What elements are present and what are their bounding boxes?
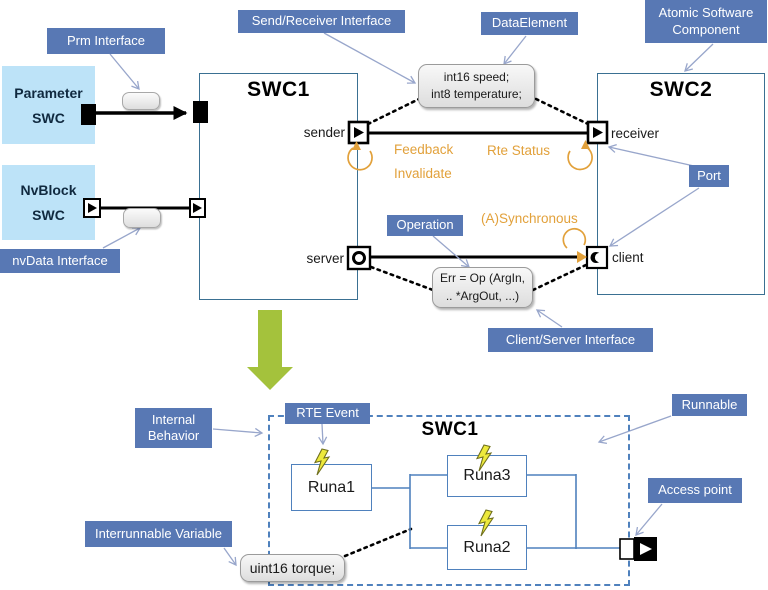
sender-label: sender: [303, 125, 345, 140]
client-server-interface-arrow: [535, 309, 563, 328]
swc1-title: SWC1: [247, 78, 310, 101]
prm-interface-text: Prm Interface: [66, 32, 146, 48]
operation-arrow: [432, 235, 470, 268]
parameter-swc-box: Parameter SWC: [2, 66, 95, 144]
nvblock-swc-box: NvBlock SWC: [2, 165, 95, 240]
atomic-swc-arrow: [684, 43, 714, 72]
swc1-box: SWC1: [199, 73, 358, 300]
port-label: Port: [689, 165, 729, 187]
runa1-text: Runa1: [307, 478, 356, 496]
nvdata-interface-label: nvData Interface: [0, 249, 120, 273]
nvblock-swc-line2: SWC: [32, 207, 65, 223]
send-receiver-interface-text: Send/Receiver Interface: [251, 13, 392, 29]
internal-behavior-text: Internal Behavior: [147, 411, 200, 443]
rte-event-label: RTE Event: [285, 403, 370, 424]
swc2-box: SWC2: [597, 73, 765, 295]
nvdata-interface-arrow: [102, 227, 142, 249]
prm-interface-label: Prm Interface: [47, 28, 165, 54]
runa3-box: Runa3: [447, 455, 527, 497]
data-element-arrow: [503, 35, 527, 66]
client-sync-arc: [562, 227, 587, 249]
internal-behavior-arrow: [212, 427, 264, 438]
data-element-text: DataElement: [491, 15, 568, 31]
torque-note-text: uint16 torque;: [249, 559, 336, 576]
swc2-title: SWC2: [649, 78, 713, 101]
rte-event-text: RTE Event: [296, 405, 359, 421]
interrunnable-variable-arrow: [223, 547, 237, 567]
torque-note: uint16 torque;: [240, 554, 345, 582]
interrunnable-variable-label: Interrunnable Variable: [85, 521, 232, 547]
runnable-label: Runnable: [672, 394, 747, 416]
access-point-label: Access point: [648, 478, 742, 503]
runnable-text: Runnable: [681, 396, 738, 412]
runa2-text: Runa2: [463, 538, 511, 556]
access-point-arrow: [635, 503, 663, 537]
atomic-swc-label: Atomic Software Component: [645, 0, 767, 43]
receiver-label: receiver: [611, 126, 660, 141]
data-element-note-line1: int16 speed;: [443, 69, 510, 84]
sender-to-dataelement-dotted: [366, 97, 421, 126]
data-element-note: int16 speed; int8 temperature;: [418, 64, 535, 108]
nvdata-interface-text: nvData Interface: [12, 252, 108, 268]
down-arrow: [247, 310, 293, 390]
nvdata-interface-pill: [123, 208, 161, 228]
invalidate-text: Invalidate: [394, 166, 452, 181]
data-element-note-line2: int8 temperature;: [431, 87, 522, 101]
operation-note-line1: Err = Op (ArgIn,: [439, 271, 526, 286]
rte-status-text: Rte Status: [487, 143, 551, 158]
client-label: client: [612, 250, 644, 265]
internal-swc1-title: SWC1: [421, 419, 479, 440]
a-synchronous-text: (A)Synchronous: [481, 211, 578, 226]
feedback-text: Feedback: [394, 142, 454, 157]
operation-text: Operation: [396, 217, 454, 233]
server-to-operation-dotted: [369, 265, 435, 292]
receiver-rtestatus-arc: [567, 146, 593, 171]
runa2-box: Runa2: [447, 525, 527, 570]
runa3-text: Runa3: [463, 467, 511, 484]
dataelement-to-receiver-dotted: [534, 97, 590, 126]
receiver-arc-arrowhead: [581, 140, 590, 149]
operation-to-client-dotted: [531, 263, 588, 292]
port-text: Port: [697, 167, 721, 183]
interrunnable-variable-text: Interrunnable Variable: [95, 525, 222, 541]
prm-interface-arrow: [109, 53, 140, 91]
operation-note-line2: .. *ArgOut, ...): [445, 288, 520, 303]
atomic-swc-text: Atomic Software Component: [658, 5, 754, 37]
prm-interface-pill: [122, 92, 160, 110]
client-server-interface-text: Client/Server Interface: [505, 331, 636, 347]
internal-behavior-swc1-box: [268, 415, 630, 586]
operation-label: Operation: [387, 215, 463, 236]
nvblock-swc-line1: NvBlock: [20, 182, 77, 198]
parameter-swc-line2: SWC: [32, 109, 65, 126]
data-element-label: DataElement: [481, 12, 578, 35]
send-receiver-interface-label: Send/Receiver Interface: [238, 10, 405, 33]
operation-note: Err = Op (ArgIn, .. *ArgOut, ...): [432, 267, 533, 308]
parameter-swc-line1: Parameter: [14, 84, 83, 101]
client-line-arrowhead: [577, 251, 587, 263]
client-server-interface-label: Client/Server Interface: [488, 328, 653, 352]
runa1-box: Runa1: [291, 464, 372, 511]
access-point-text: Access point: [658, 482, 732, 498]
server-label: server: [306, 251, 344, 266]
internal-behavior-label: Internal Behavior: [135, 408, 212, 448]
